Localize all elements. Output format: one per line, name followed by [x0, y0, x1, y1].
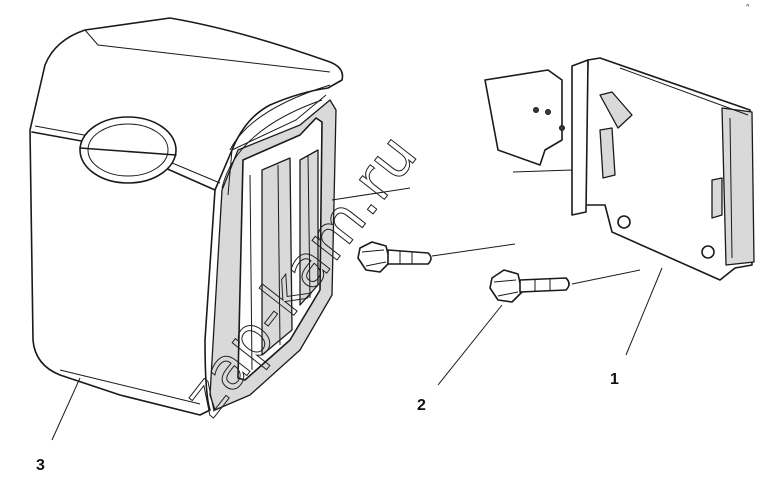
leader-2: [437, 304, 503, 386]
part-2-bolts: [357, 241, 570, 303]
bolt-lower: [489, 269, 570, 303]
callout-2: 2: [417, 397, 426, 414]
leader-1: [625, 267, 663, 356]
part-3-mudguard: [29, 17, 344, 416]
bracket-edge: [571, 59, 589, 216]
bracket-side-flange: [721, 107, 755, 266]
callout-1: 1: [610, 371, 619, 388]
assembly-lines: [331, 169, 641, 285]
guard-front-panel: [29, 17, 344, 416]
bolt-upper: [357, 241, 432, 273]
callout-3: 3: [36, 457, 45, 474]
leader-3: [51, 377, 81, 441]
callout-leaders: [51, 267, 663, 441]
part-1-bracket: [484, 57, 755, 281]
guard-channel-left: [261, 157, 293, 356]
bracket-tab: [484, 69, 563, 166]
guard-handle-hole: [79, 116, 177, 184]
corner-mark: ᐢ: [746, 2, 750, 12]
